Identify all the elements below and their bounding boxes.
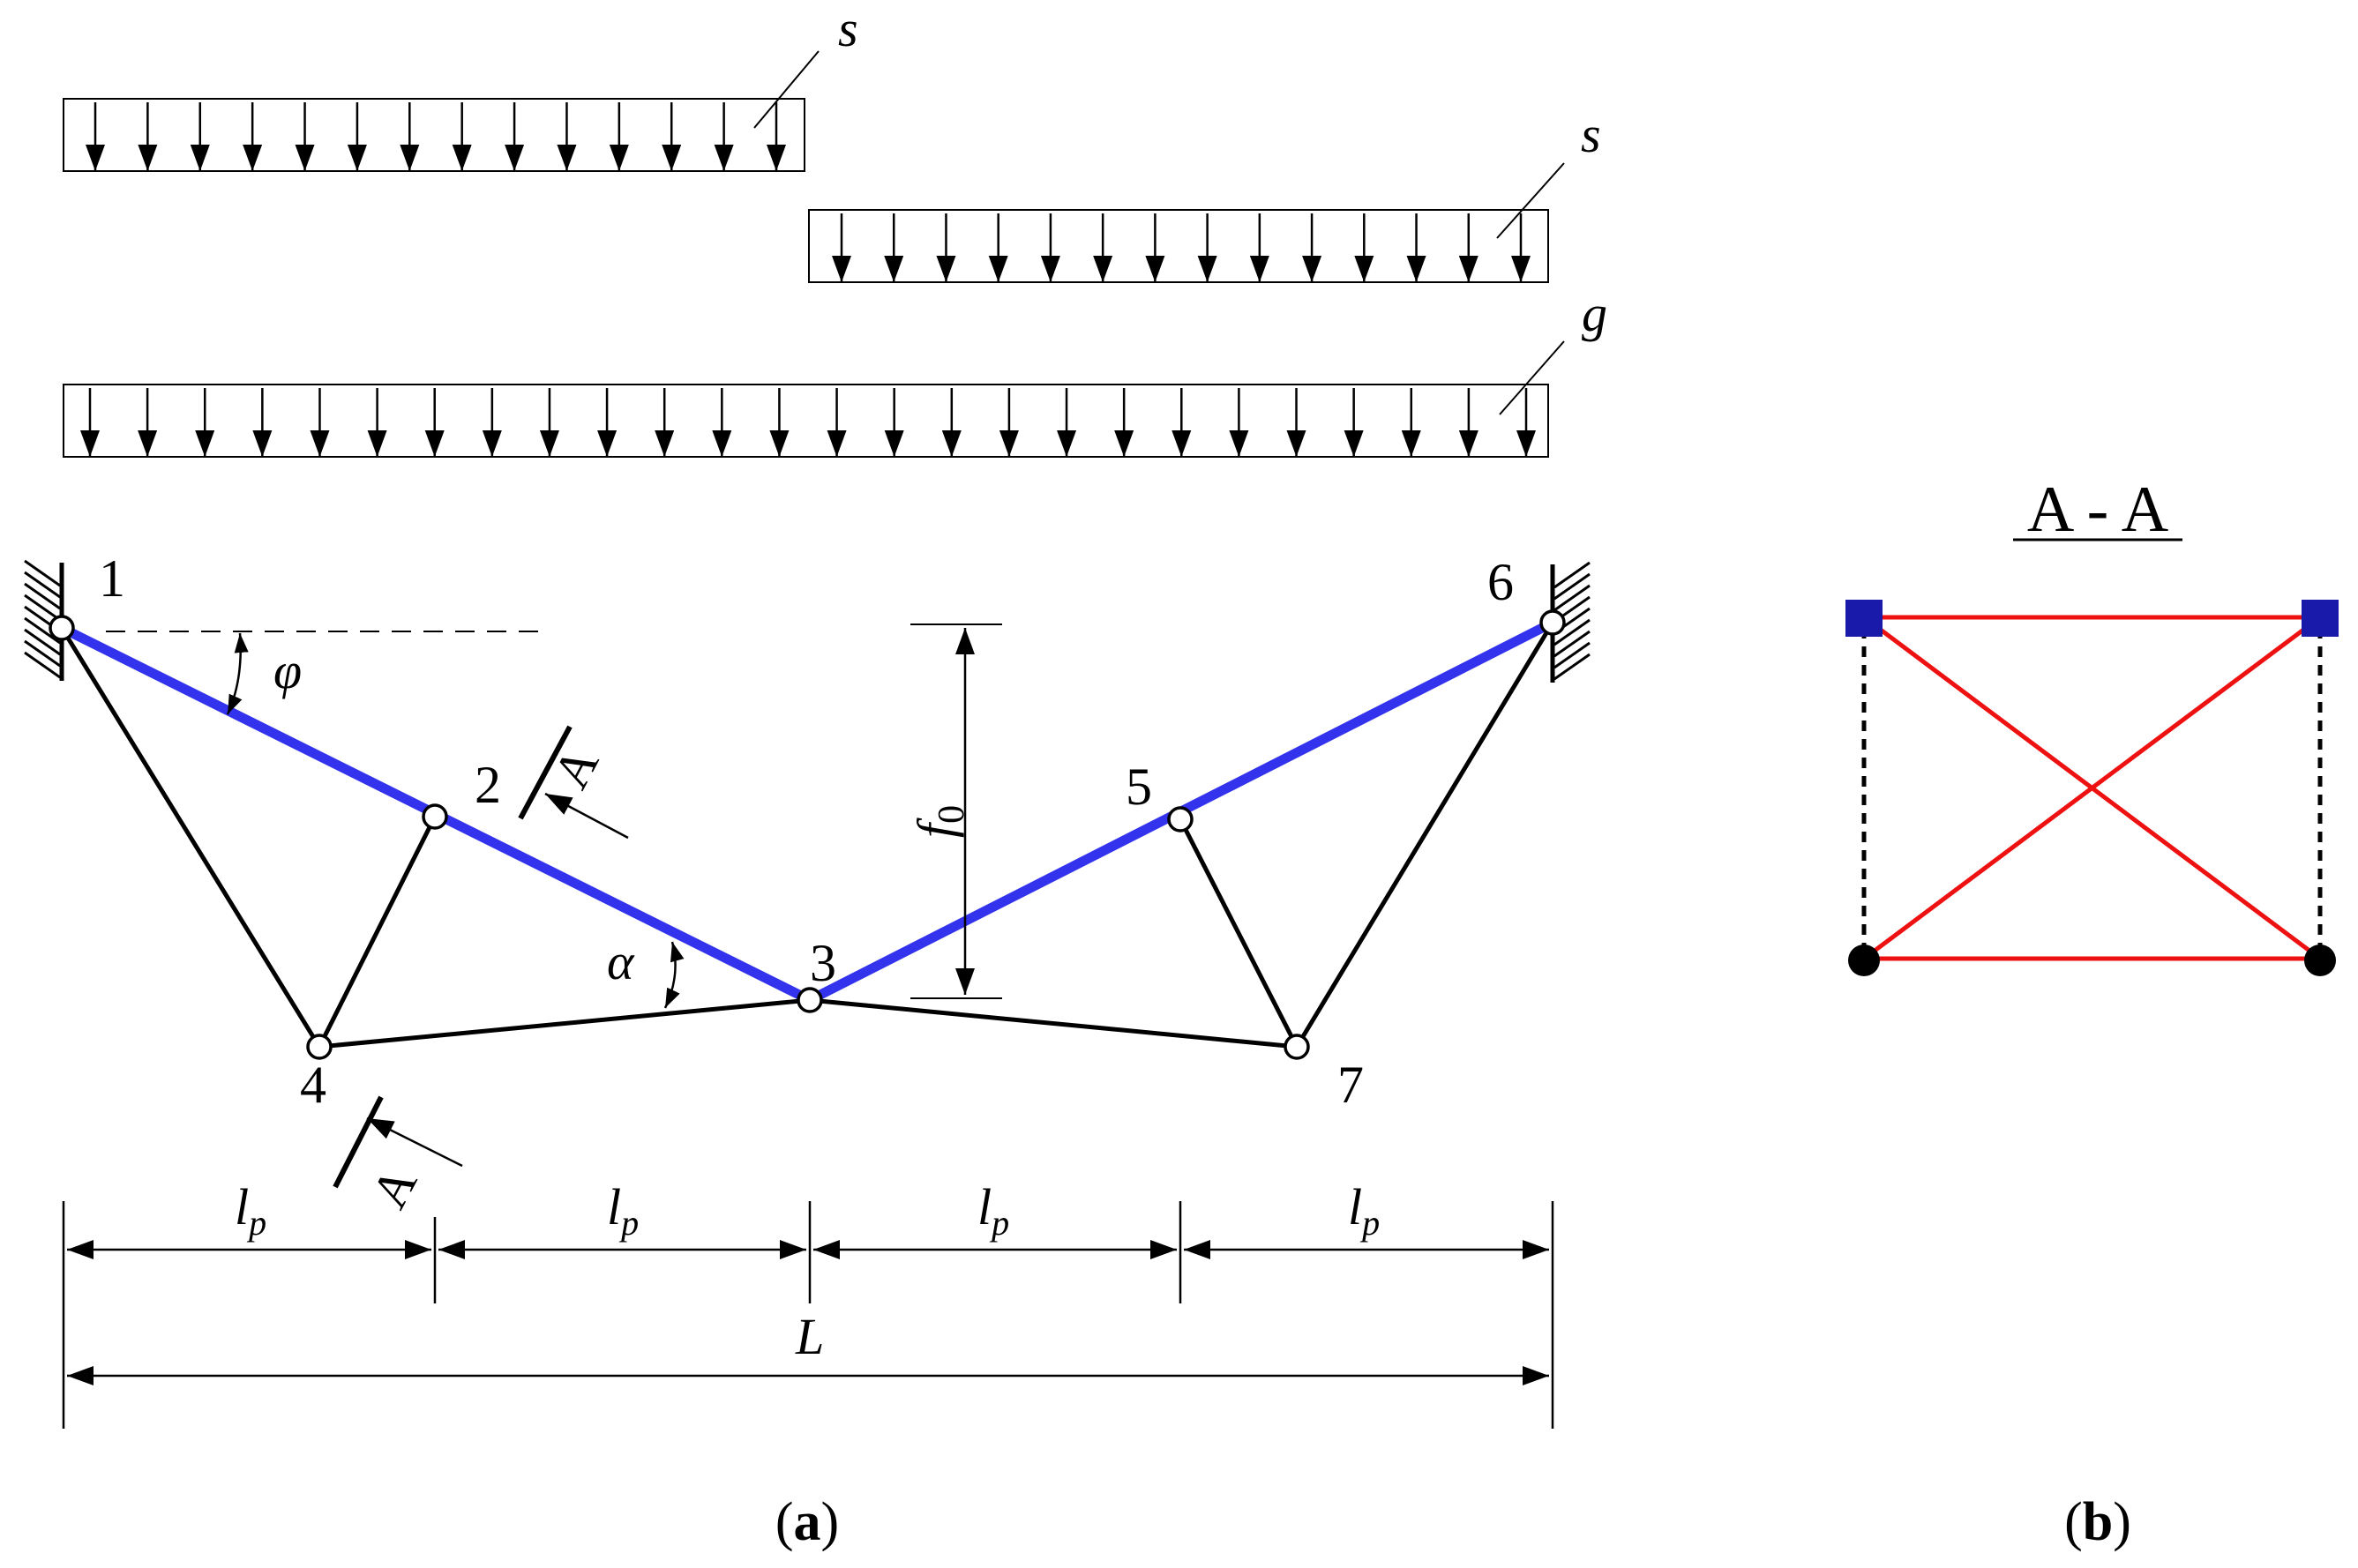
node-label-1: 1 [99, 549, 125, 608]
support-hatch-line [24, 651, 61, 679]
sag-label: f0 [907, 805, 972, 838]
load-label-s-right: s [1581, 106, 1601, 163]
panel-label-1: lp [235, 1178, 266, 1243]
support-hatch-line [1553, 630, 1591, 658]
section-bottom-node-left [1848, 945, 1880, 976]
support-hatch-line [24, 594, 61, 622]
section-mark-lower: A [360, 1158, 428, 1218]
load-arrows-s-right [832, 213, 1531, 282]
section-bracing [1862, 615, 2322, 961]
phi-label: φ [273, 642, 302, 699]
support-hatch-line [1553, 584, 1591, 612]
load-arrows-g [80, 388, 1536, 457]
panel-label-4: lp [1348, 1178, 1380, 1243]
node-5 [1167, 806, 1194, 833]
node-2 [422, 803, 448, 830]
load-label-s-left: s [838, 0, 858, 57]
section-cut-lower: A [333, 1095, 463, 1218]
support-hatch-line [1553, 561, 1591, 589]
support-hatch-line [1553, 618, 1591, 646]
node-1 [49, 615, 75, 641]
load-g: g [63, 285, 1607, 458]
section-cable-node-left [1845, 600, 1883, 637]
panel-dimensions [62, 1201, 1554, 1429]
node-label-6: 6 [1487, 553, 1514, 611]
panel-label-2: lp [607, 1178, 639, 1243]
support-hatch-line [24, 571, 61, 599]
section-cable-node-right [2302, 600, 2339, 637]
load-s-left: s [63, 0, 858, 172]
node-label-3: 3 [810, 934, 836, 992]
node-7 [1284, 1034, 1310, 1060]
section-mark-upper: A [542, 738, 610, 798]
caption-b: (b) [2064, 1492, 2131, 1552]
section-view: A - A [1845, 474, 2339, 976]
node-label-7: 7 [1337, 1056, 1364, 1114]
node-label-2: 2 [475, 756, 501, 814]
support-hatch-line [1553, 572, 1591, 601]
alpha-angle-arc [663, 941, 685, 1009]
node-6 [1539, 609, 1566, 636]
node-3 [797, 987, 823, 1013]
caption-a: (a) [775, 1492, 839, 1552]
load-s-right: s [808, 106, 1601, 283]
span-label: L [795, 1308, 824, 1365]
panel-label-3: lp [977, 1178, 1009, 1243]
truss-web-members [59, 621, 1555, 1049]
phi-angle-arc [226, 632, 249, 715]
support-hatch-line [24, 628, 61, 656]
load-arrows-s-left [86, 102, 786, 171]
node-label-5: 5 [1126, 758, 1152, 816]
support-hatch-line [1553, 641, 1591, 669]
node-4 [306, 1034, 333, 1060]
section-title: A - A [2027, 474, 2168, 546]
alpha-label: α [607, 933, 635, 990]
section-bottom-node-right [2304, 945, 2336, 976]
load-label-g: g [1582, 285, 1607, 342]
section-cut-upper: A [518, 725, 629, 840]
support-hatch-line [24, 582, 61, 610]
truss-nodes [49, 609, 1566, 1060]
support-hatch-line [24, 616, 61, 645]
support-hatch-line [24, 639, 61, 668]
support-hatch-line [1553, 653, 1591, 681]
node-label-4: 4 [300, 1056, 326, 1114]
support-hatch-line [24, 559, 61, 587]
